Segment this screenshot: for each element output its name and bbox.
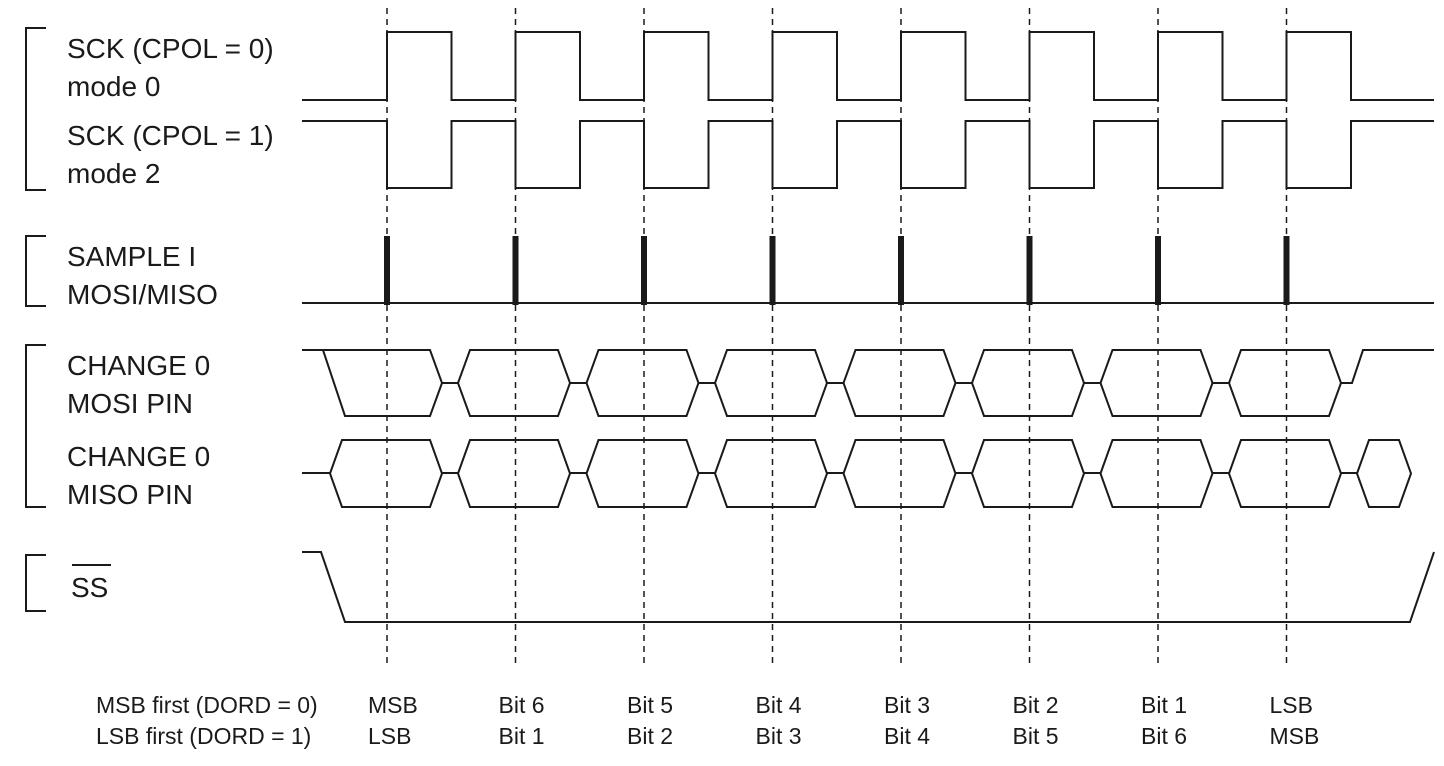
mosi-bit-slot-3 [585,349,700,417]
sck-cpol1-wave [302,120,1434,189]
bit-order-cells: MSB Bit 6 Bit 5 Bit 4 Bit 3 Bit 2 Bit 1 LSB LSB B… [368,692,1319,749]
label-change-miso: CHANGE 0 [67,441,210,472]
waveforms [302,31,1435,623]
bracket-sck [25,27,46,191]
lsb-first-cell-3: Bit 2 [627,723,673,749]
mosi-first-slot [302,349,443,417]
ss-wave [302,551,1435,623]
miso-extra-slot [1355,439,1413,508]
msb-first-cell-3: Bit 5 [627,692,673,718]
lsb-first-label: LSB first (DORD = 1) [96,723,311,749]
label-sck-cpol1: SCK (CPOL = 1) [67,120,274,151]
msb-first-cell-7: Bit 1 [1141,692,1187,718]
miso-bit-slot-8 [1227,439,1343,508]
msb-first-cell-5: Bit 3 [884,692,930,718]
mosi-release [1341,349,1434,384]
miso-bit-slot-5 [842,439,957,508]
signal-labels: SCK (CPOL = 0) mode 0 SCK (CPOL = 1) mod… [67,33,274,603]
msb-first-cell-1: MSB [368,692,418,718]
mosi-bit-slot-8 [1227,349,1343,417]
edge-guide-lines [386,8,1288,668]
msb-first-cell-4: Bit 4 [756,692,802,718]
bit-order-table: MSB first (DORD = 0) LSB first (DORD = 1… [96,692,1319,749]
label-sample: SAMPLE I [67,241,196,272]
sck-cpol0-wave [302,31,1434,101]
lsb-first-cell-5: Bit 4 [884,723,930,749]
label-mosi-pin: MOSI PIN [67,388,193,419]
miso-bit-slot-6 [970,439,1086,508]
msb-first-cell-2: Bit 6 [499,692,545,718]
label-ss: SS [71,572,108,603]
msb-first-cell-8: LSB [1270,692,1313,718]
miso-bit-slot-4 [713,439,829,508]
miso-bit-slot-3 [585,439,700,508]
miso-bit-slot-1 [328,439,444,508]
mosi-bit-slot-5 [842,349,957,417]
label-mosi-miso: MOSI/MISO [67,279,218,310]
lsb-first-cell-1: LSB [368,723,411,749]
label-mode2: mode 2 [67,158,160,189]
miso-bit-slot-7 [1099,439,1214,508]
label-change-mosi: CHANGE 0 [67,350,210,381]
lsb-first-cell-8: MSB [1270,723,1320,749]
mosi-bit-slot-6 [970,349,1086,417]
label-mode0: mode 0 [67,71,160,102]
msb-first-cell-6: Bit 2 [1013,692,1059,718]
mosi-bit-slot-7 [1099,349,1214,417]
lsb-first-cell-6: Bit 5 [1013,723,1059,749]
lsb-first-cell-4: Bit 3 [756,723,802,749]
group-brackets [25,27,46,612]
msb-first-label: MSB first (DORD = 0) [96,692,318,718]
mosi-first-slot-top [323,349,443,384]
bracket-change [25,344,46,508]
miso-bit-slot-2 [456,439,572,508]
mosi-bit-slot-2 [456,349,572,417]
lsb-first-cell-2: Bit 1 [499,723,545,749]
label-sck-cpol0: SCK (CPOL = 0) [67,33,274,64]
sample-markers [384,236,1290,305]
lsb-first-cell-7: Bit 6 [1141,723,1187,749]
bracket-ss [25,554,46,612]
mosi-bit-slot-4 [713,349,829,417]
bracket-sample [25,235,46,307]
label-miso-pin: MISO PIN [67,479,193,510]
